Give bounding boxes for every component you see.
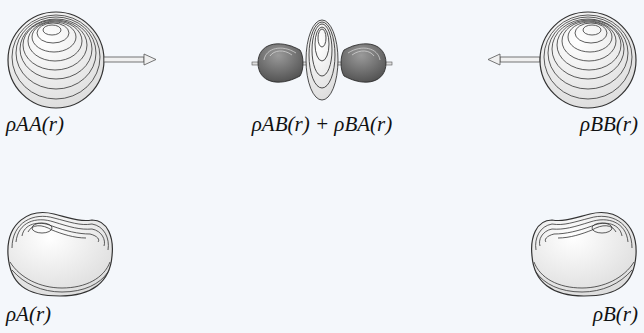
density-label: ρAA(r) [6,112,64,137]
dipole-arrow-a [104,54,156,65]
density-label: ρB(r) [593,302,638,327]
density-label: ρAB(r) + ρBA(r) [252,112,392,137]
density-blob-a [8,213,112,296]
density-blob-b [532,213,636,296]
overlap-density [252,20,392,100]
sphere-aa [8,12,104,108]
sphere-bb [540,12,636,108]
dipole-arrow-b [488,54,540,65]
density-label: ρA(r) [6,302,51,327]
density-label: ρBB(r) [580,112,638,137]
